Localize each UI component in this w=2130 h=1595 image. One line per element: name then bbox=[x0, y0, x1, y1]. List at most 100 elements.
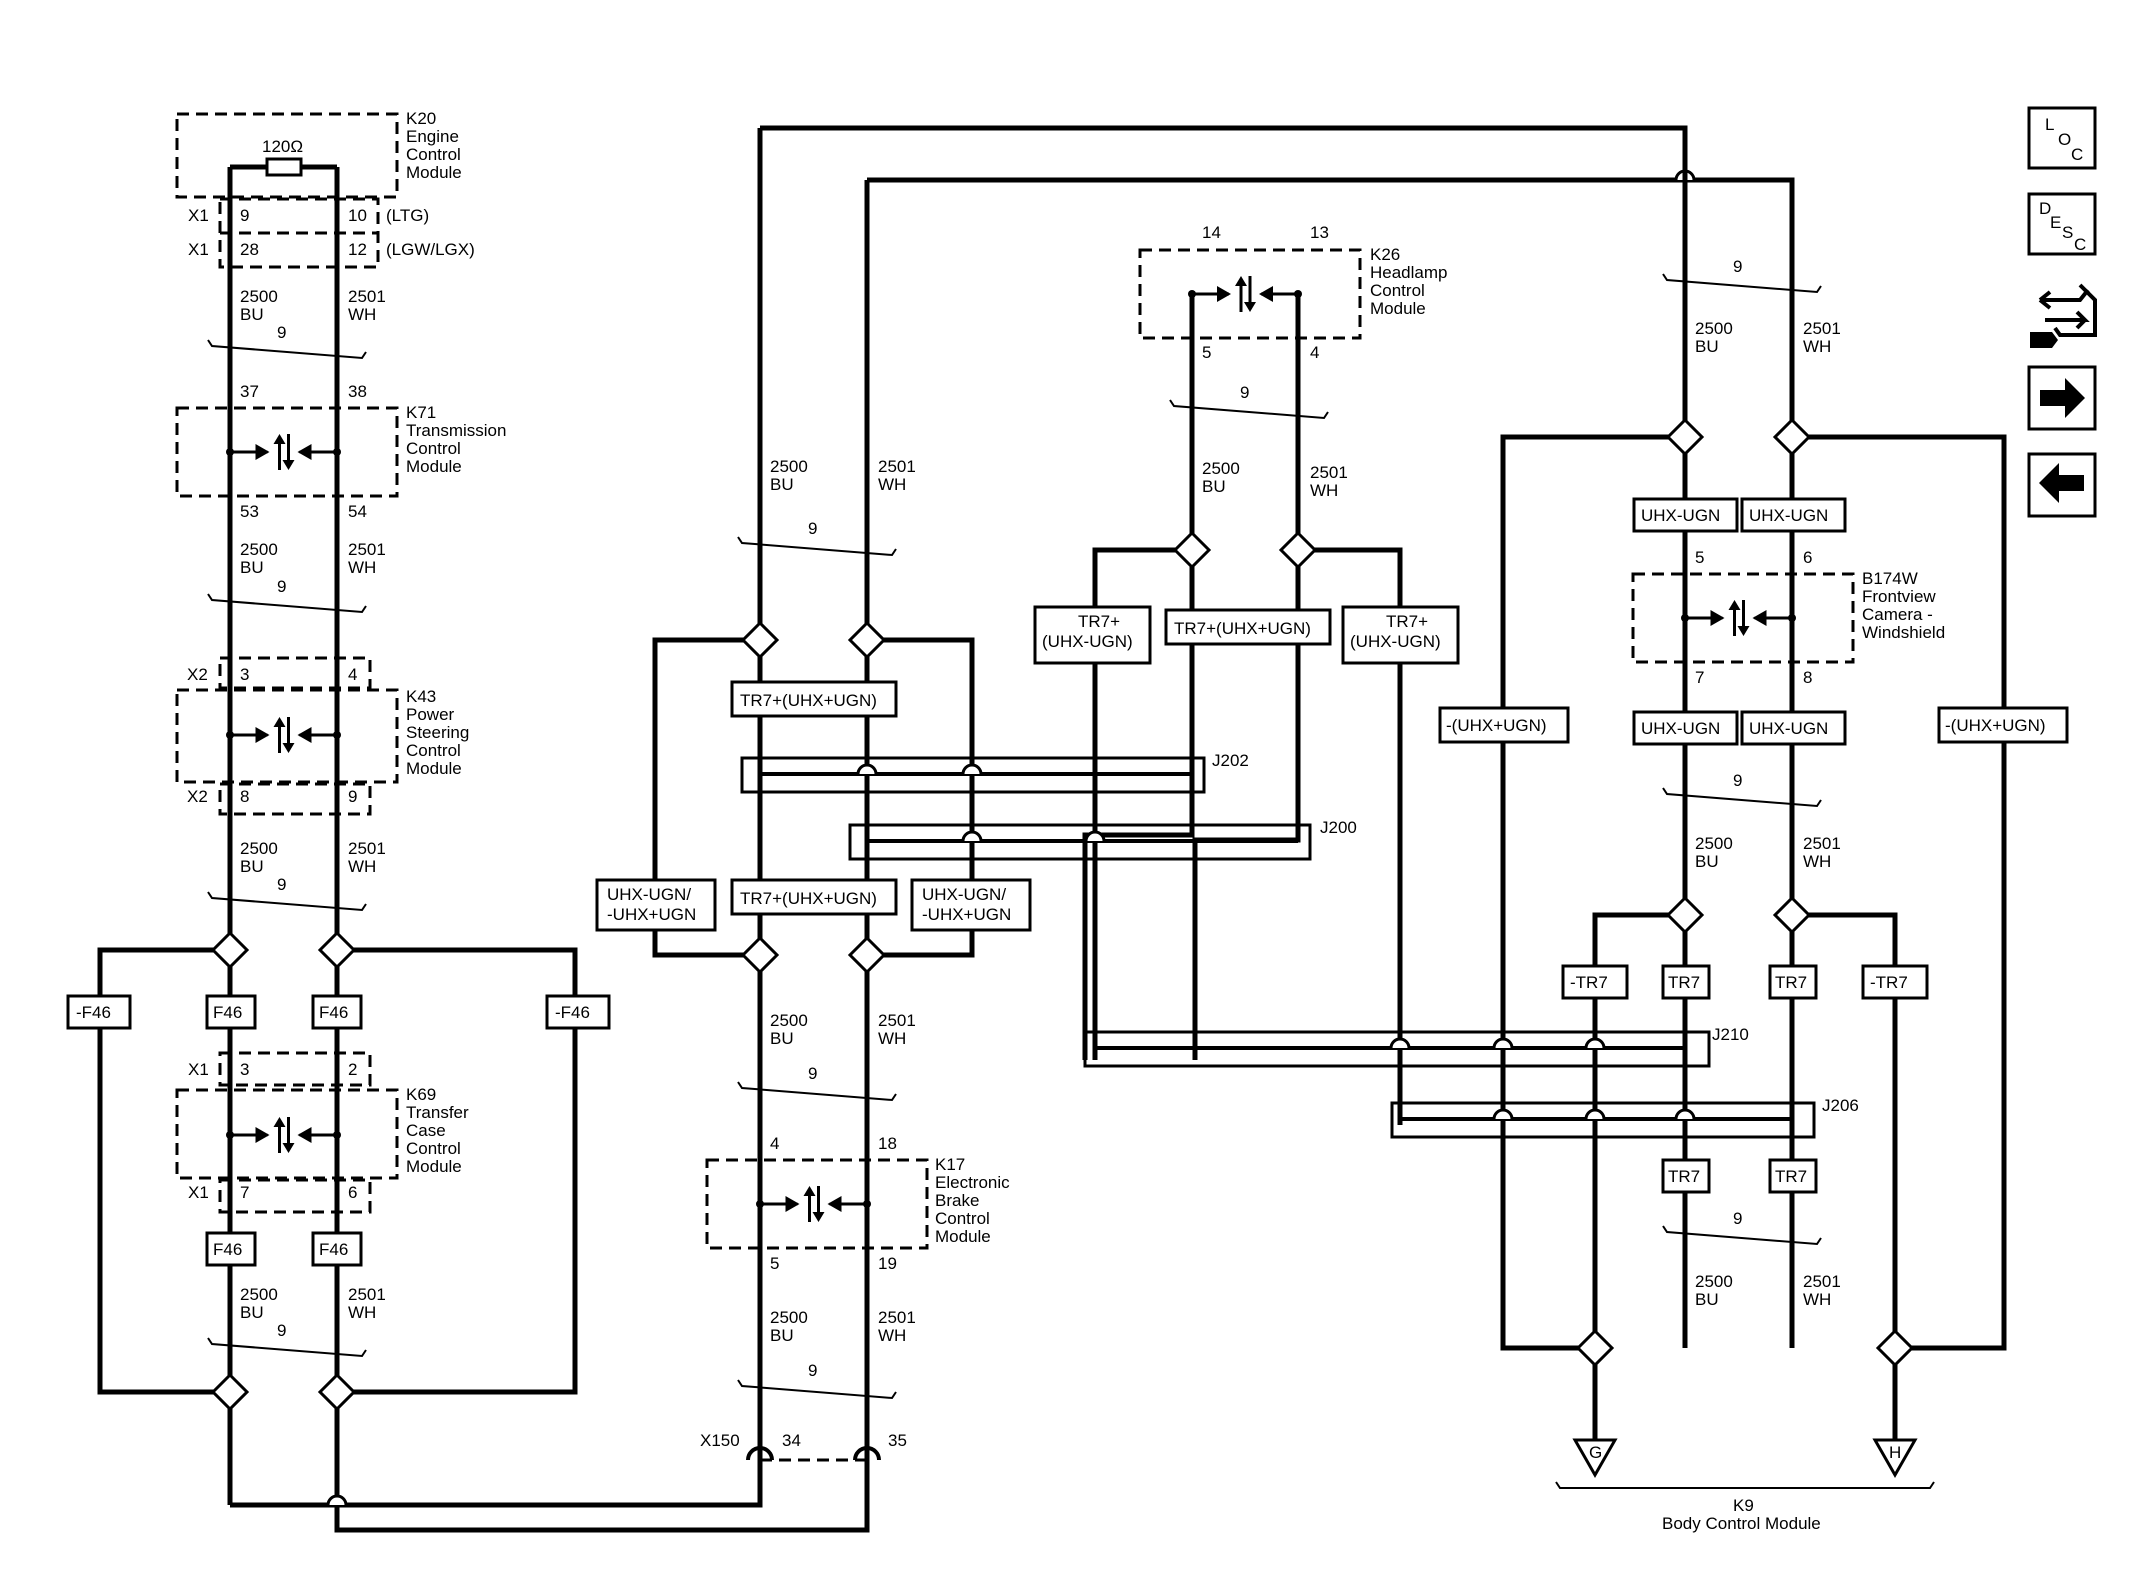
svg-text:18: 18 bbox=[878, 1134, 897, 1153]
svg-text:BU: BU bbox=[240, 857, 264, 876]
svg-text:9: 9 bbox=[277, 1321, 286, 1340]
svg-text:WH: WH bbox=[1803, 1290, 1831, 1309]
connector-id: X1 bbox=[188, 206, 209, 225]
svg-text:9: 9 bbox=[1733, 771, 1742, 790]
svg-text:7: 7 bbox=[1695, 668, 1704, 687]
resistor-value: 120Ω bbox=[262, 137, 303, 156]
svg-text:-(UHX+UGN): -(UHX+UGN) bbox=[1446, 716, 1547, 735]
pin-number: 10 bbox=[348, 206, 367, 225]
pin-number: 28 bbox=[240, 240, 259, 259]
connector-end-view-icon[interactable] bbox=[2030, 283, 2097, 348]
svg-text:UHX-UGN: UHX-UGN bbox=[1641, 719, 1720, 738]
wire-label-group: 2500 BU 2501 WH 9 bbox=[737, 457, 916, 557]
svg-text:2501: 2501 bbox=[348, 287, 386, 306]
wire-label-group: 2500 BU 2501 WH 9 bbox=[207, 839, 386, 912]
svg-text:Module: Module bbox=[935, 1227, 991, 1246]
loc-letter-c: C bbox=[2071, 145, 2083, 164]
svg-text:BU: BU bbox=[240, 1303, 264, 1322]
svg-text:X1: X1 bbox=[188, 1060, 209, 1079]
svg-text:X2: X2 bbox=[187, 787, 208, 806]
svg-text:Steering: Steering bbox=[406, 723, 469, 742]
option-box: -TR7 bbox=[1861, 964, 1929, 1000]
svg-text:UHX-UGN/: UHX-UGN/ bbox=[607, 885, 691, 904]
wire-label-group: 2500 BU 2501 WH 9 bbox=[737, 1308, 916, 1400]
svg-text:TR7+(UHX+UGN): TR7+(UHX+UGN) bbox=[740, 889, 877, 908]
splice-diamond bbox=[1575, 1328, 1615, 1368]
svg-text:2500: 2500 bbox=[1695, 1272, 1733, 1291]
svg-text:UHX-UGN: UHX-UGN bbox=[1749, 506, 1828, 525]
svg-text:TR7: TR7 bbox=[1775, 973, 1807, 992]
svg-text:TR7+(UHX+UGN): TR7+(UHX+UGN) bbox=[740, 691, 877, 710]
splice-j202: J202 bbox=[740, 751, 1249, 794]
svg-text:BU: BU bbox=[240, 558, 264, 577]
transceiver-icon bbox=[226, 717, 341, 753]
desc-button[interactable]: D E S C bbox=[2027, 192, 2097, 256]
svg-text:WH: WH bbox=[348, 1303, 376, 1322]
svg-text:(UHX-UGN): (UHX-UGN) bbox=[1042, 632, 1133, 651]
variant-label: (LGW/LGX) bbox=[386, 240, 475, 259]
svg-text:K26: K26 bbox=[1370, 245, 1400, 264]
wire-label-group: 2500 BU 2501 WH 9 bbox=[737, 1011, 916, 1102]
pin-number: 12 bbox=[348, 240, 367, 259]
svg-text:J206: J206 bbox=[1822, 1096, 1859, 1115]
svg-text:F46: F46 bbox=[319, 1003, 348, 1022]
svg-text:54: 54 bbox=[348, 502, 367, 521]
svg-text:53: 53 bbox=[240, 502, 259, 521]
svg-text:4: 4 bbox=[1310, 343, 1319, 362]
svg-text:X150: X150 bbox=[700, 1431, 740, 1450]
svg-text:WH: WH bbox=[348, 305, 376, 324]
svg-text:X2: X2 bbox=[187, 665, 208, 684]
splice-diamond bbox=[740, 620, 780, 660]
splice-diamond bbox=[317, 930, 357, 970]
svg-text:6: 6 bbox=[1803, 548, 1812, 567]
svg-text:(UHX-UGN): (UHX-UGN) bbox=[1350, 632, 1441, 651]
terminal-h: H bbox=[1889, 1443, 1901, 1462]
splice-diamond bbox=[1172, 530, 1212, 570]
svg-text:9: 9 bbox=[277, 875, 286, 894]
option-box: F46 bbox=[311, 994, 363, 1030]
loc-button[interactable]: L O C bbox=[2027, 106, 2097, 170]
wire-crossovers bbox=[856, 763, 1696, 1120]
svg-text:F46: F46 bbox=[319, 1240, 348, 1259]
option-box: TR7+(UHX+UGN) bbox=[730, 878, 898, 916]
svg-text:Windshield: Windshield bbox=[1862, 623, 1945, 642]
option-box: F46 bbox=[311, 1231, 363, 1267]
svg-text:9: 9 bbox=[1733, 1209, 1742, 1228]
svg-text:Control: Control bbox=[406, 439, 461, 458]
svg-text:2500: 2500 bbox=[1695, 834, 1733, 853]
svg-text:19: 19 bbox=[878, 1254, 897, 1273]
svg-text:BU: BU bbox=[1695, 337, 1719, 356]
svg-text:2: 2 bbox=[348, 1060, 357, 1079]
option-box: -TR7 bbox=[1561, 964, 1629, 1000]
svg-text:WH: WH bbox=[348, 558, 376, 577]
svg-text:2500: 2500 bbox=[240, 1285, 278, 1304]
splice-diamond bbox=[1278, 530, 1318, 570]
k9-bracket bbox=[1555, 1481, 1935, 1489]
k71-transmission-control-module: 37 38 53 54 K71 Transmission Control Mod… bbox=[175, 382, 506, 521]
svg-text:9: 9 bbox=[348, 787, 357, 806]
svg-text:9: 9 bbox=[277, 577, 286, 596]
svg-text:9: 9 bbox=[1733, 257, 1742, 276]
svg-text:35: 35 bbox=[888, 1431, 907, 1450]
svg-text:Module: Module bbox=[406, 759, 462, 778]
option-box: TR7 bbox=[1661, 964, 1711, 1000]
svg-text:7: 7 bbox=[240, 1183, 249, 1202]
previous-page-button[interactable] bbox=[2027, 452, 2097, 518]
splice-j206: J206 bbox=[1390, 1096, 1859, 1139]
svg-text:Power: Power bbox=[406, 705, 455, 724]
svg-text:9: 9 bbox=[808, 519, 817, 538]
svg-text:BU: BU bbox=[240, 305, 264, 324]
svg-text:WH: WH bbox=[1803, 337, 1831, 356]
svg-text:J200: J200 bbox=[1320, 818, 1357, 837]
svg-text:BU: BU bbox=[1202, 477, 1226, 496]
splice-diamond bbox=[1772, 417, 1812, 457]
option-box: F46 bbox=[205, 1231, 257, 1267]
next-page-button[interactable] bbox=[2027, 365, 2097, 431]
svg-text:-F46: -F46 bbox=[555, 1003, 590, 1022]
svg-text:2501: 2501 bbox=[1803, 834, 1841, 853]
splice-diamond bbox=[740, 935, 780, 975]
svg-text:Module: Module bbox=[1370, 299, 1426, 318]
transceiver-icon bbox=[226, 1117, 341, 1153]
svg-text:2501: 2501 bbox=[878, 1011, 916, 1030]
splice-diamond bbox=[1665, 417, 1705, 457]
